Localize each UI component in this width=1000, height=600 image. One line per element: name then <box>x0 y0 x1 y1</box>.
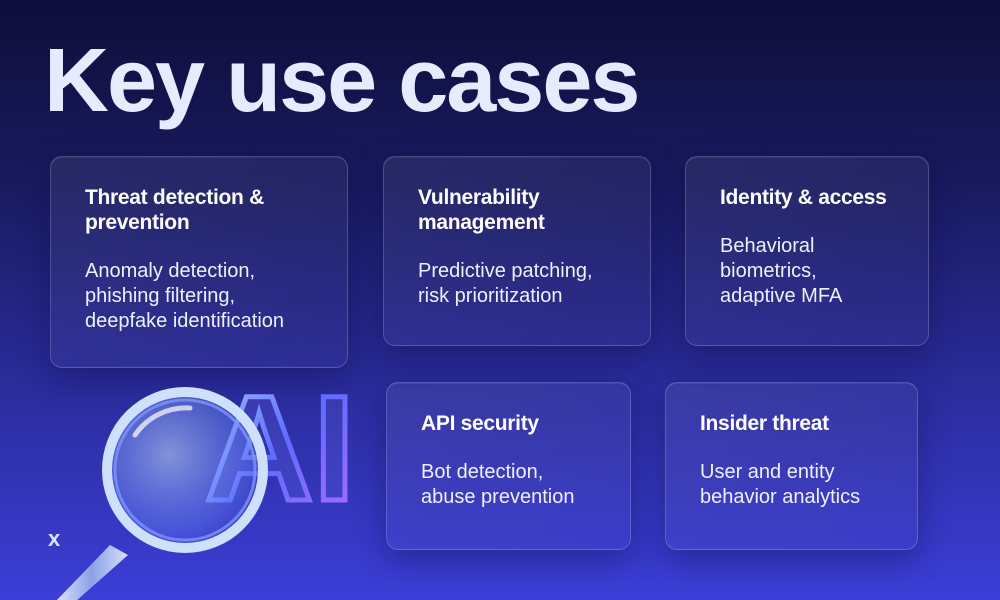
page-title: Key use cases <box>44 31 640 131</box>
ai-magnifier-illustration: AI <box>56 362 358 600</box>
card-heading: API security <box>421 412 539 435</box>
magnifier-handle <box>56 545 128 600</box>
card-heading: Insider threat <box>700 412 829 435</box>
card-vulnerability-management: Vulnerability management Predictive patc… <box>383 156 651 346</box>
card-body: Behavioral biometrics, adaptive MFA <box>720 235 843 307</box>
card-heading: Threat detection & prevention <box>85 186 264 234</box>
card-body: User and entity behavior analytics <box>700 461 861 508</box>
card-body: Anomaly detection, phishing filtering, d… <box>85 260 285 332</box>
card-heading: Vulnerability management <box>418 186 545 234</box>
card-body: Predictive patching, risk prioritization <box>418 260 593 307</box>
magnifying-glass-icon <box>102 387 268 553</box>
card-body: Bot detection, abuse prevention <box>421 461 575 508</box>
brand-logo-icon: x <box>48 526 61 551</box>
card-threat-detection: Threat detection & prevention Anomaly de… <box>50 156 348 368</box>
card-identity-access: Identity & access Behavioral biometrics,… <box>685 156 929 346</box>
card-insider-threat: Insider threat User and entity behavior … <box>665 382 918 550</box>
card-api-security: API security Bot detection, abuse preven… <box>386 382 631 550</box>
card-heading: Identity & access <box>720 186 887 209</box>
